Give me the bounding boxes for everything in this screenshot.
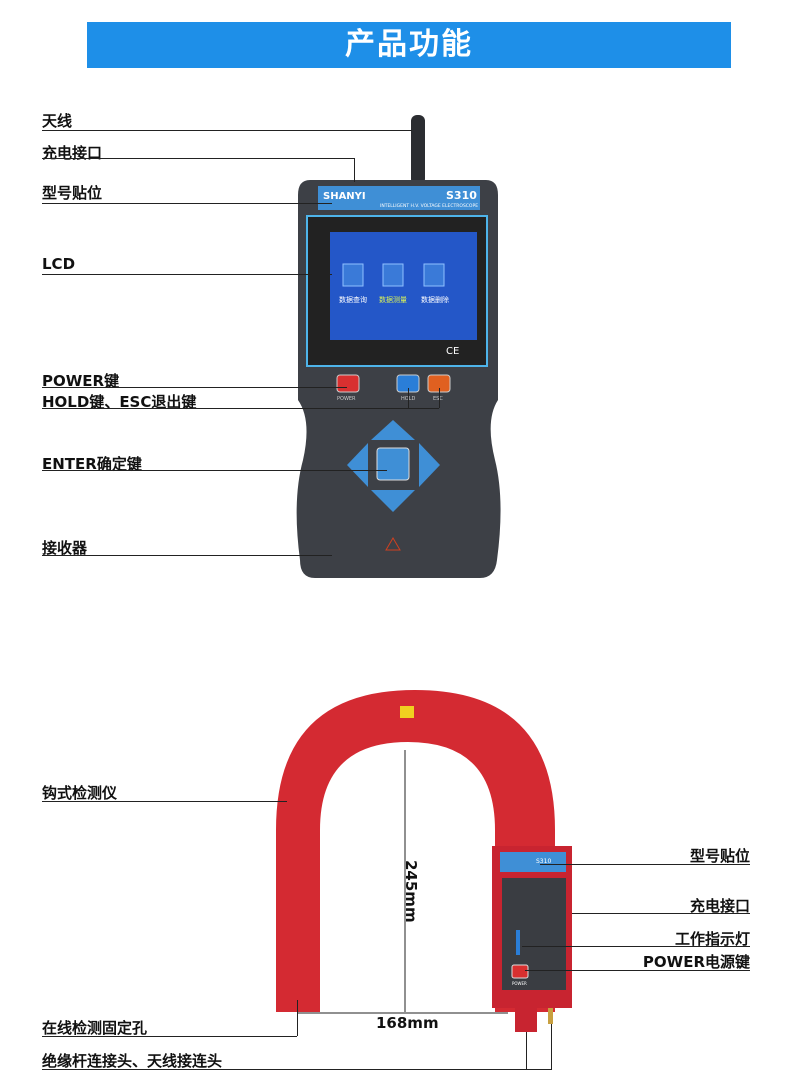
- power-button: [336, 374, 360, 393]
- up-button: [371, 420, 415, 440]
- label-hold-esc-keys: HOLD键、ESC退出键: [42, 393, 197, 411]
- svg-text:数据测量: 数据测量: [379, 295, 407, 304]
- svg-text:ESC: ESC: [433, 396, 443, 402]
- right-button: [419, 443, 440, 487]
- label-receiver: 接收器: [42, 539, 88, 557]
- label-enter-key: ENTER确定键: [42, 455, 142, 473]
- enter-button: [376, 447, 410, 481]
- hook-body: [276, 690, 555, 1012]
- down-button: [371, 490, 415, 512]
- label-lcd: LCD: [42, 255, 76, 273]
- antenna: [411, 115, 425, 185]
- svg-text:数据删除: 数据删除: [421, 295, 449, 304]
- model-label: [318, 186, 480, 210]
- svg-text:CE: CE: [446, 346, 459, 357]
- label-fixing-hole: 在线检测固定孔: [42, 1019, 148, 1037]
- label-hook-detector: 钩式检测仪: [42, 784, 118, 802]
- svg-text:INTELLIGENT H.V. VOLTAGE ELECT: INTELLIGENT H.V. VOLTAGE ELECTROSCOPE: [380, 203, 478, 209]
- label-power-switch: POWER电源键: [642, 953, 750, 971]
- label-antenna: 天线: [42, 112, 73, 130]
- label-hook-charge-port: 充电接口: [689, 897, 750, 915]
- svg-text:POWER: POWER: [512, 981, 527, 986]
- label-connectors: 绝缘杆连接头、天线接连头: [42, 1052, 223, 1070]
- section-title-banner: 产品功能: [87, 22, 731, 68]
- brand-text: SHANYI: [323, 191, 366, 202]
- label-charge-port: 充电接口: [42, 144, 103, 162]
- left-button: [347, 443, 368, 487]
- height-dimension: 245mm: [402, 860, 420, 923]
- svg-text:S310: S310: [536, 858, 551, 865]
- label-hook-model-sticker: 型号贴位: [689, 847, 750, 865]
- label-power-key: POWER键: [42, 372, 120, 390]
- width-dimension: 168mm: [376, 1014, 439, 1032]
- label-model-sticker: 型号贴位: [42, 184, 103, 202]
- svg-text:S310: S310: [446, 189, 477, 202]
- svg-text:POWER: POWER: [337, 396, 356, 402]
- svg-text:数据查询: 数据查询: [339, 295, 367, 304]
- label-work-indicator: 工作指示灯: [674, 930, 750, 948]
